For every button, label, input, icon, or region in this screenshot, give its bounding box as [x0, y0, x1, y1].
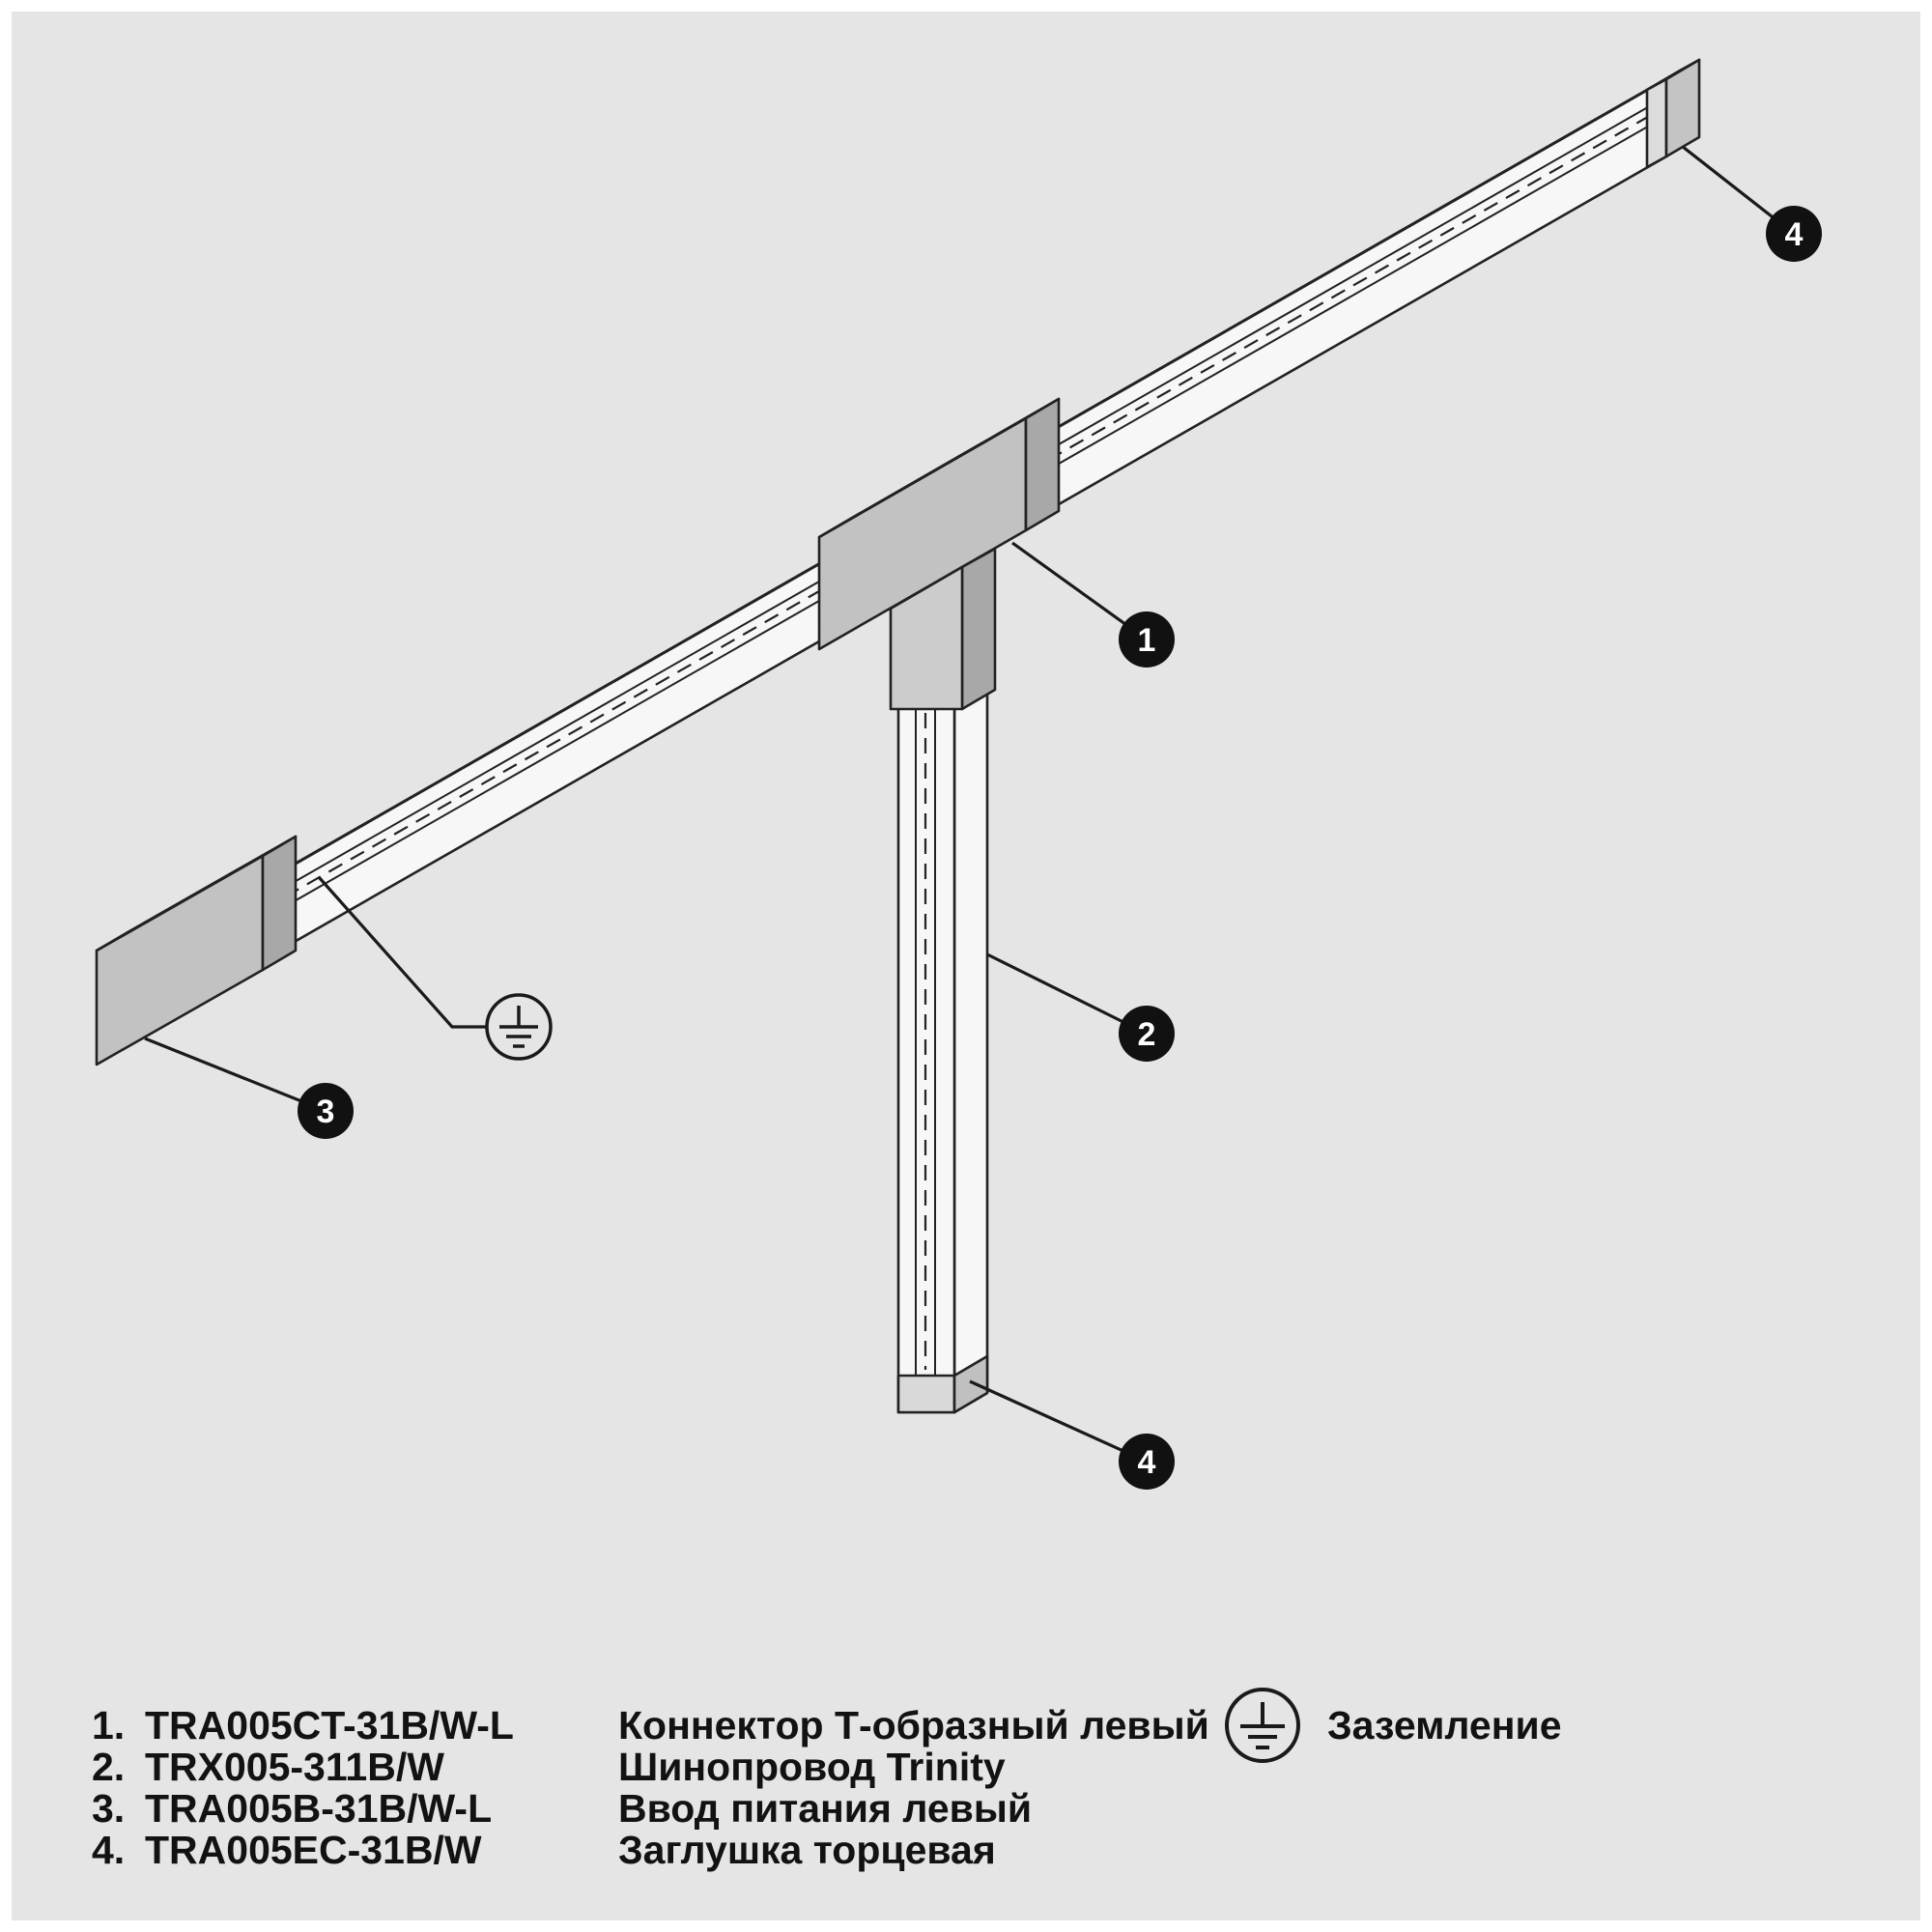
callout-badges: 1 2 3 4 4 [298, 206, 1822, 1490]
legend-row-1-description: Коннектор Т-образный левый [618, 1703, 1209, 1747]
legend-row-2: 2. TRX005-311B/W Шинопровод Trinity [92, 1745, 1006, 1789]
leader-line-2 [986, 952, 1148, 1036]
legend-row-4-description: Заглушка торцевая [618, 1828, 996, 1872]
t-connector [817, 397, 1061, 711]
callout-badge-2: 2 [1119, 1006, 1175, 1062]
callout-badge-3-number: 3 [317, 1094, 335, 1130]
leader-line-ground [317, 875, 487, 1029]
legend-row-3: 3. TRA005B-31B/W-L Ввод питания левый [92, 1786, 1032, 1831]
legend-row-1-number: 1. [92, 1703, 125, 1747]
legend: 1. TRA005CT-31B/W-L Коннектор Т-образный… [92, 1688, 1562, 1872]
ground-icon [485, 993, 553, 1061]
legend-row-2-code: TRX005-311B/W [145, 1745, 444, 1789]
power-feed [95, 835, 298, 1066]
t-connector-end-face [1024, 397, 1061, 532]
t-connector-stub-front-face [889, 565, 964, 711]
callout-badge-3-circle [298, 1083, 354, 1139]
ground-legend-icon-circle [1225, 1688, 1300, 1763]
callout-badge-1: 1 [1119, 611, 1175, 668]
end-cap-bottom-front-face [896, 1374, 956, 1414]
callout-badge-3: 3 [298, 1083, 354, 1139]
legend-ground-label: Заземление [1327, 1703, 1562, 1747]
legend-row-3-code: TRA005B-31B/W-L [145, 1786, 492, 1831]
legend-row-3-description: Ввод питания левый [618, 1786, 1032, 1831]
callout-badge-1-circle [1119, 611, 1175, 668]
callout-badge-4-top-circle [1766, 206, 1822, 262]
leader-line-4-bottom [969, 1379, 1148, 1463]
ground-legend-icon [1225, 1688, 1300, 1763]
callout-badge-4-bottom-circle [1119, 1434, 1175, 1490]
t-connector-stub-side-face [960, 547, 997, 711]
callout-badge-4-bottom-number: 4 [1138, 1444, 1156, 1481]
callout-badge-4-top: 4 [1766, 206, 1822, 262]
legend-row-2-description: Шинопровод Trinity [618, 1745, 1006, 1789]
ground-icon-circle [485, 993, 553, 1061]
legend-ground: Заземление [1225, 1688, 1562, 1763]
callout-badge-1-number: 1 [1138, 622, 1156, 659]
leader-line-3 [144, 1037, 327, 1113]
legend-row-3-number: 3. [92, 1786, 125, 1831]
power-feed-end-face [261, 835, 298, 972]
end-cap-bottom-side-face [952, 1354, 989, 1414]
legend-row-2-number: 2. [92, 1745, 125, 1789]
legend-row-1-code: TRA005CT-31B/W-L [145, 1703, 514, 1747]
end-cap-top-end-face [1664, 58, 1701, 158]
legend-row-4-code: TRA005EC-31B/W [145, 1828, 482, 1872]
end-cap-top [1645, 58, 1701, 169]
end-cap-top-front-face [1645, 77, 1668, 169]
legend-row-4: 4. TRA005EC-31B/W Заглушка торцевая [92, 1828, 996, 1872]
callout-badge-2-circle [1119, 1006, 1175, 1062]
branch-track [896, 655, 989, 1414]
legend-row-4-number: 4. [92, 1828, 125, 1872]
main-track-center-dashed-line [197, 105, 1667, 948]
end-cap-bottom [896, 1354, 989, 1414]
callout-badge-4-top-number: 4 [1785, 216, 1804, 253]
legend-row-1: 1. TRA005CT-31B/W-L Коннектор Т-образный… [92, 1703, 1209, 1747]
branch-track-side-face [952, 655, 989, 1414]
callout-badge-4-bottom: 4 [1119, 1434, 1175, 1490]
callout-badge-2-number: 2 [1138, 1016, 1156, 1053]
